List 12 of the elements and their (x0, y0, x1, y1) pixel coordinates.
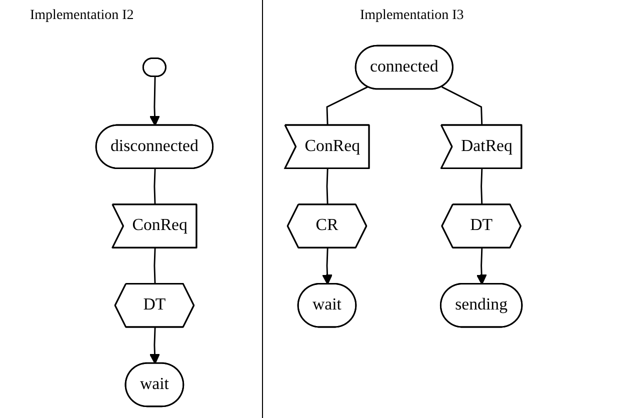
connector (326, 168, 328, 205)
panel-title: Implementation I3 (360, 8, 464, 24)
arrow (476, 248, 487, 285)
panel-title: Implementation I2 (30, 8, 134, 24)
connector (154, 248, 156, 284)
connector (442, 86, 483, 126)
arrow (149, 328, 160, 364)
connector (326, 86, 368, 126)
connector (154, 168, 156, 205)
connector (480, 168, 483, 205)
arrow (149, 76, 160, 126)
arrow (322, 248, 333, 285)
